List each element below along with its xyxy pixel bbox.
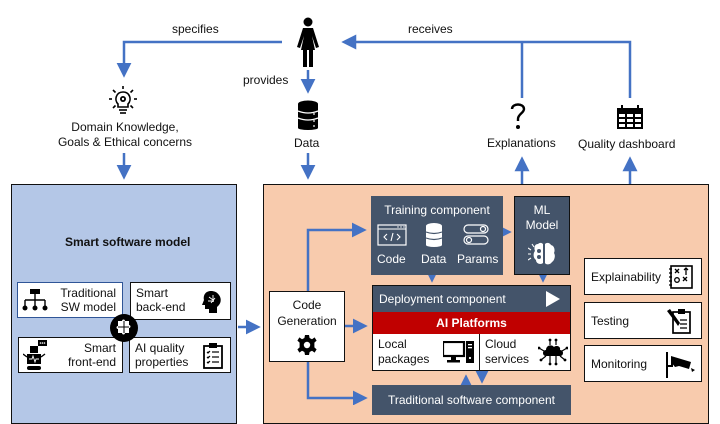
quality-dashboard-label: Quality dashboard: [578, 137, 676, 151]
explanations-label: Explanations: [487, 136, 556, 150]
cloud-services-line2: services: [485, 352, 530, 366]
cloud-network-icon: [537, 338, 569, 370]
ml-model-line1: ML: [533, 203, 551, 217]
play-icon: [546, 291, 560, 312]
code-generation-line2: Generation: [277, 314, 337, 328]
domain-knowledge-line1: Domain Knowledge,: [71, 120, 179, 134]
brain-head-icon: [202, 290, 222, 317]
explainability-label: Explainability: [591, 270, 662, 284]
local-packages-line1: Local: [378, 337, 407, 351]
ml-model-line2: Model: [525, 218, 559, 232]
specifies-arrow: [116, 40, 282, 78]
explainability-box[interactable]: Explainability: [584, 258, 702, 295]
ai-platforms-label: AI Platforms: [436, 316, 507, 330]
strategy-board-icon: [669, 265, 693, 292]
training-params-label: Params: [457, 252, 499, 266]
ai-quality-properties-line2: properties: [135, 355, 189, 369]
training-code-label: Code: [377, 252, 406, 266]
training-component-box: Training component Code Data Params: [371, 196, 503, 275]
cloud-services-line1: Cloud: [485, 337, 517, 351]
testing-label: Testing: [591, 314, 630, 328]
receives-line: [341, 34, 632, 98]
smart-front-end-line2: front-end: [67, 355, 116, 369]
question-mark-icon: [510, 102, 526, 130]
data-label: Data: [294, 136, 320, 150]
traditional-sw-model-line2: SW model: [60, 300, 116, 314]
deployment-component-box: Deployment component AI Platforms Local …: [372, 285, 571, 371]
lightbulb-gear-icon: [108, 85, 138, 115]
database-icon: [425, 223, 443, 252]
puzzle-icon: [109, 313, 139, 343]
domain-knowledge-line2: Goals & Ethical concerns: [57, 135, 193, 149]
clipboard-pencil-icon: [666, 308, 692, 337]
monitoring-label: Monitoring: [591, 357, 648, 371]
clipboard-checklist-icon: [203, 343, 223, 372]
domain-knowledge-label: Domain Knowledge, Goals & Ethical concer…: [55, 120, 195, 150]
ml-model-box: ML Model: [514, 196, 570, 275]
specifies-label: specifies: [172, 22, 219, 36]
monitoring-box[interactable]: Monitoring: [584, 345, 702, 382]
local-packages-line2: packages: [378, 352, 430, 366]
smart-back-end-line2: back-end: [136, 300, 186, 314]
training-component-title: Training component: [384, 203, 490, 217]
brain-icon: [527, 241, 558, 272]
ai-platforms-bar: AI Platforms: [373, 312, 570, 334]
robot-chat-icon: [22, 340, 53, 375]
smart-back-end-line1: Smart: [136, 286, 169, 300]
code-window-icon: [377, 224, 407, 251]
local-packages-cell: Local packages: [373, 334, 480, 370]
code-generation-box[interactable]: Code Generation: [269, 291, 345, 362]
cloud-services-cell: Cloud services: [480, 334, 570, 370]
receives-label: receives: [408, 22, 453, 36]
ai-quality-properties-box: AI quality properties: [129, 337, 231, 373]
hierarchy-icon: [22, 289, 48, 316]
calendar-grid-icon: [616, 104, 644, 130]
gear-icon: [297, 335, 317, 358]
ai-quality-properties-line1: AI quality: [135, 341, 185, 355]
training-data-label: Data: [421, 252, 447, 266]
toggles-icon: [463, 224, 489, 251]
testing-box[interactable]: Testing: [584, 302, 702, 339]
smart-front-end-box: Smart front-end: [18, 337, 123, 373]
person-icon: [295, 17, 321, 69]
database-icon: [297, 100, 319, 130]
traditional-software-component-box: Traditional software component: [372, 385, 571, 415]
traditional-sw-model-box: Traditional SW model: [17, 282, 123, 318]
security-camera-icon: [665, 352, 695, 381]
traditional-sw-model-line1: Traditional: [60, 286, 116, 300]
code-generation-line1: Code: [292, 298, 322, 312]
deployment-header: Deployment component: [373, 286, 570, 312]
deployment-component-title: Deployment component: [379, 292, 506, 306]
traditional-software-component-label: Traditional software component: [388, 393, 555, 407]
desktop-computer-icon: [441, 340, 475, 367]
smart-software-model-title: Smart software model: [65, 235, 191, 249]
provides-label: provides: [243, 73, 289, 87]
smart-front-end-line1: Smart: [83, 341, 116, 355]
smart-back-end-box: Smart back-end: [130, 282, 231, 320]
